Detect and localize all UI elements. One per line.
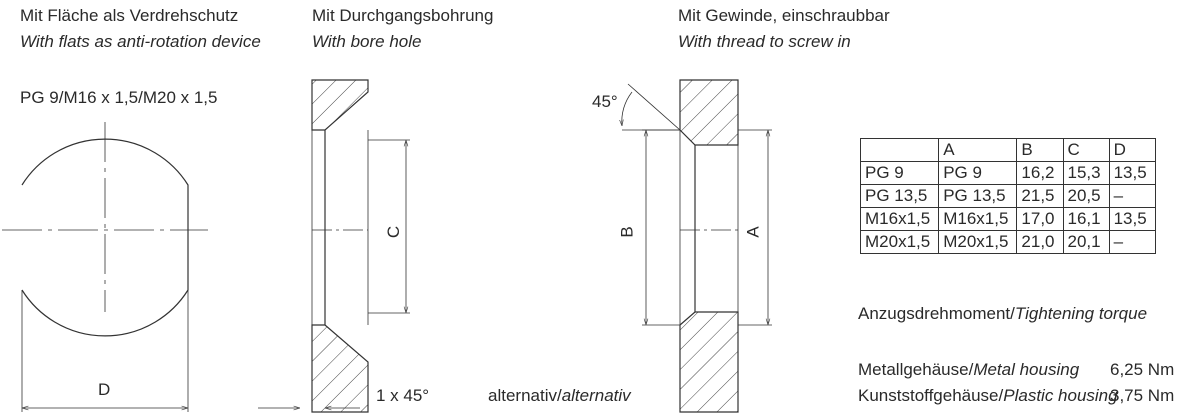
thread-sizes-label: PG 9/M16 x 1,5/M20 x 1,5 <box>20 88 218 107</box>
thread-wall-top <box>679 79 739 146</box>
alternative-note: alternativ/alternativ <box>488 386 631 405</box>
dim-label-c: C <box>384 225 404 239</box>
heading-bore-en: With bore hole <box>312 32 422 51</box>
heading-flats-en: With flats as anti-rotation device <box>20 32 261 51</box>
thread-section-view <box>622 79 772 413</box>
dim-label-d: D <box>98 380 111 399</box>
angle-label: 45° <box>592 92 618 111</box>
heading-flats-de: Mit Fläche als Verdrehschutz <box>20 6 239 25</box>
thread-wall-bottom <box>679 311 739 413</box>
heading-thread-en: With thread to screw in <box>678 32 851 51</box>
flats-outline <box>21 138 189 337</box>
heading-thread-de: Mit Gewinde, einschraubbar <box>678 6 890 25</box>
angle-arc <box>622 91 633 126</box>
flats-cutout-view <box>2 122 208 412</box>
dim-label-a: A <box>743 226 763 238</box>
bore-wall-bottom <box>311 324 369 413</box>
torque-plastic-value: 3,75 Nm <box>1110 386 1175 405</box>
torque-title: Anzugsdrehmoment/Tightening torque <box>858 304 1148 323</box>
heading-bore-de: Mit Durchgangsbohrung <box>312 6 494 25</box>
bore-wall-top <box>311 79 369 131</box>
dim-label-b: B <box>617 226 637 238</box>
bore-section-view <box>258 79 410 413</box>
torque-metal-value: 6,25 Nm <box>1110 360 1175 379</box>
chamfer-label: 1 x 45° <box>376 386 430 405</box>
angle-leader-1 <box>627 83 681 131</box>
